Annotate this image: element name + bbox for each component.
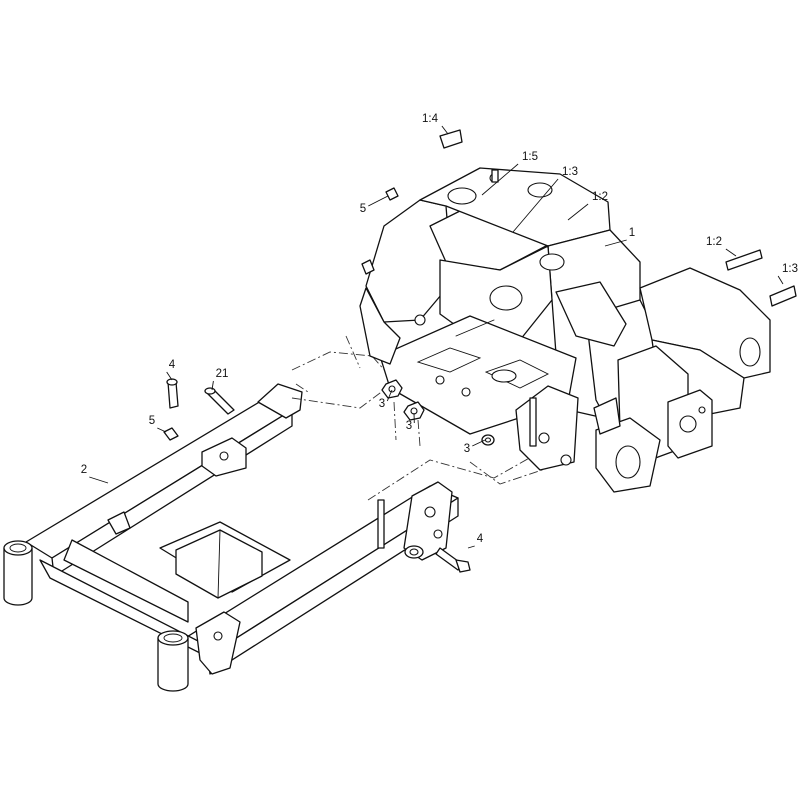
callout-label-c-1-4a: 1:4	[422, 113, 439, 125]
leader-line-c-3c	[472, 439, 486, 447]
callout-label-c-1-2b: 1:2	[706, 236, 722, 248]
callout-label-c-1: 1	[629, 227, 635, 239]
decals	[439, 129, 797, 307]
callout-label-c-1-3a: 1:3	[562, 166, 578, 178]
bolt-21	[204, 387, 235, 415]
callout-label-c-4a: 4	[169, 359, 176, 371]
callout-label-c-1-2a: 1:2	[592, 191, 608, 203]
left-tower	[365, 199, 453, 323]
leader-line-c-2	[89, 476, 109, 484]
left-caster-tube	[3, 540, 33, 606]
mount-plate-hole	[433, 529, 443, 539]
frame-post	[377, 499, 385, 549]
clip-5-upper-b	[361, 259, 375, 275]
decal-1-2-loose	[725, 249, 763, 271]
clip-5-upper	[385, 187, 399, 201]
callout-labels: 1:4 1:5 1:3 1:2 1 1:2 1:3 5 5 4 21 3 3 3 2 4	[81, 113, 798, 549]
callout-label-c-4b: 4	[477, 533, 484, 545]
chassis-rod	[529, 397, 537, 447]
callout-label-c-1-5: 1:5	[522, 151, 538, 163]
callout-label-c-21: 21	[216, 368, 229, 380]
leader-line-c-1-3b	[777, 275, 784, 285]
leader-line-c-1-5	[481, 163, 519, 196]
front-lower-bracket	[195, 611, 241, 675]
main-chassis	[359, 167, 771, 493]
leader-line-c-1-2b	[725, 248, 737, 257]
top-stud	[491, 169, 499, 183]
rear-lower-tab	[593, 397, 621, 435]
leader-line-c-1	[604, 239, 627, 247]
callout-label-c-3c: 3	[464, 443, 470, 455]
rear-right-mount-plate	[403, 481, 453, 561]
chassis-top-plate	[419, 167, 611, 247]
bolt-4-lower	[435, 547, 471, 573]
callout-label-c-5a: 5	[360, 203, 366, 215]
left-frame-rail	[25, 397, 293, 559]
leader-line-c-4a	[166, 371, 173, 381]
callout-label-c-3a: 3	[379, 398, 385, 410]
leader-line-c-5a	[368, 195, 389, 207]
callout-label-c-2: 2	[81, 464, 87, 476]
washer-3c	[481, 434, 495, 446]
callout-label-c-1-3b: 1:3	[782, 263, 798, 275]
leader-line-c-21	[211, 380, 214, 391]
clip-5-lower	[163, 427, 179, 441]
leader-line-c-5b	[157, 427, 167, 433]
rear-left-mount-plate	[257, 383, 303, 419]
leader-line-c-4b	[467, 545, 475, 549]
right-caster-tube	[157, 630, 189, 692]
leader-line-c-1-2a	[567, 203, 589, 221]
leader-line-c-1-3a	[512, 178, 559, 233]
leader-line-c-3a	[386, 389, 393, 402]
callout-label-c-5b: 5	[149, 415, 155, 427]
left-front-bracket	[359, 287, 401, 365]
leader-line-c-1-4a	[441, 125, 449, 135]
decal-1-4	[439, 129, 463, 149]
callout-label-c-3b: 3	[406, 420, 412, 432]
front-bumper-plate	[63, 539, 189, 623]
lower-tab	[107, 511, 131, 535]
bolt-4-upper	[166, 378, 179, 409]
mount-plate-hole	[424, 506, 436, 518]
decal-1-3-loose	[769, 285, 797, 307]
pivot-bushing	[404, 545, 424, 559]
right-gusset	[555, 281, 627, 347]
nut-3a	[381, 379, 403, 399]
hardware	[163, 187, 495, 573]
lower-frame-assembly	[3, 383, 459, 692]
